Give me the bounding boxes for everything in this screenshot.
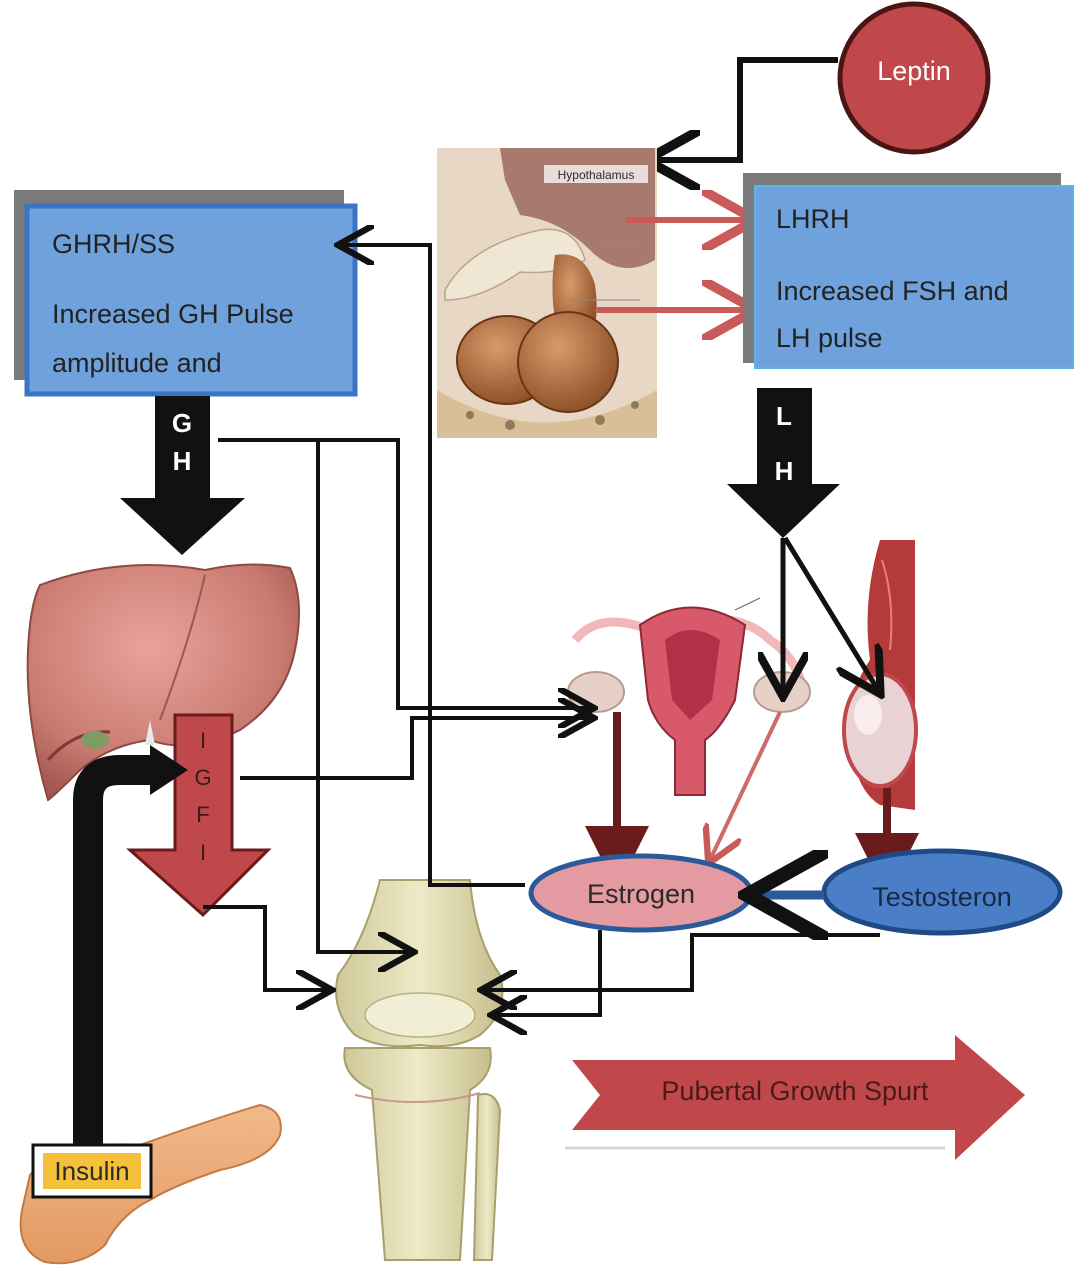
leptin-label: Leptin xyxy=(877,56,951,86)
ghrh-line2: Increased GH Pulse xyxy=(52,298,294,332)
lh-arrow: L H xyxy=(727,388,840,538)
knee-bone-illustration xyxy=(336,880,502,1260)
ghrh-line3: amplitude and xyxy=(52,347,222,381)
igf-letter-1: I xyxy=(200,728,206,753)
gh-arrow: G H xyxy=(120,396,245,555)
estrogen-label: Estrogen xyxy=(587,879,695,909)
estrogen-node: Estrogen xyxy=(531,856,751,930)
pubertal-label: Pubertal Growth Spurt xyxy=(661,1076,929,1106)
testosteron-label: Testosteron xyxy=(872,882,1012,912)
lh-letter-h: H xyxy=(775,456,794,486)
gh-letter-h: H xyxy=(173,446,192,476)
ghrh-line1: GHRH/SS xyxy=(52,228,175,262)
igf-to-bone-arrow xyxy=(203,907,328,990)
pubertal-growth-arrow: Pubertal Growth Spurt xyxy=(565,1035,1025,1160)
testis-illustration xyxy=(844,540,916,810)
igf-to-ovary-arrow xyxy=(240,718,590,778)
igf-letter-2: G xyxy=(194,765,211,790)
insulin-label-box: Insulin xyxy=(33,1145,151,1197)
hypothalamus-pituitary-illustration: Hypothalamus xyxy=(437,148,657,438)
testosteron-node: Testosteron xyxy=(824,851,1060,933)
insulin-label: Insulin xyxy=(54,1156,129,1186)
testosteron-to-bone-arrow xyxy=(485,935,880,990)
insulin-to-igf-arrow xyxy=(88,770,160,1150)
hypothalamus-label: Hypothalamus xyxy=(558,168,635,182)
ovary-right-to-estrogen-arrow xyxy=(710,712,780,860)
leptin-node: Leptin xyxy=(840,4,988,152)
gh-letter-g: G xyxy=(172,408,192,438)
lhrh-line2: Increased FSH and xyxy=(776,275,1009,309)
lh-letter-l: L xyxy=(776,401,792,431)
lhrh-line3: LH pulse xyxy=(776,322,883,356)
leptin-to-hypothalamus-arrow xyxy=(652,60,838,160)
uterus-illustration xyxy=(568,598,810,795)
lhrh-line1: LHRH xyxy=(776,203,850,237)
igf-letter-4: I xyxy=(200,840,206,865)
estrogen-to-bone-arrow xyxy=(495,930,600,1015)
igf-letter-3: F xyxy=(196,802,209,827)
